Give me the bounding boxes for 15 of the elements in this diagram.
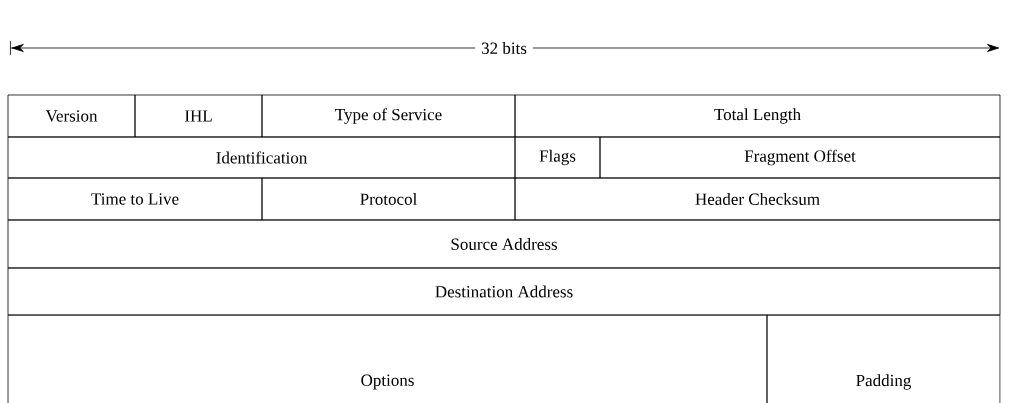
table-cell: Total Length [514, 94, 1001, 138]
dimension-label: 32 bits [475, 40, 533, 56]
table-cell: Destination Address [7, 267, 1001, 316]
table-cell: Options [7, 314, 768, 403]
table-cell: IHL [134, 94, 263, 138]
table-cell: Identification [7, 136, 516, 179]
table-cell: Fragment Offset [599, 136, 1001, 179]
table-cell: Padding [766, 314, 1001, 403]
table-cell: Protocol [261, 177, 516, 221]
table-cell: Time to Live [7, 177, 263, 221]
table-cell: Version [7, 94, 136, 138]
table-cell: Header Checksum [514, 177, 1001, 221]
table-cell: Type of Service [261, 94, 516, 138]
table-cell: Source Address [7, 219, 1001, 269]
table-cell: Flags [514, 136, 601, 179]
